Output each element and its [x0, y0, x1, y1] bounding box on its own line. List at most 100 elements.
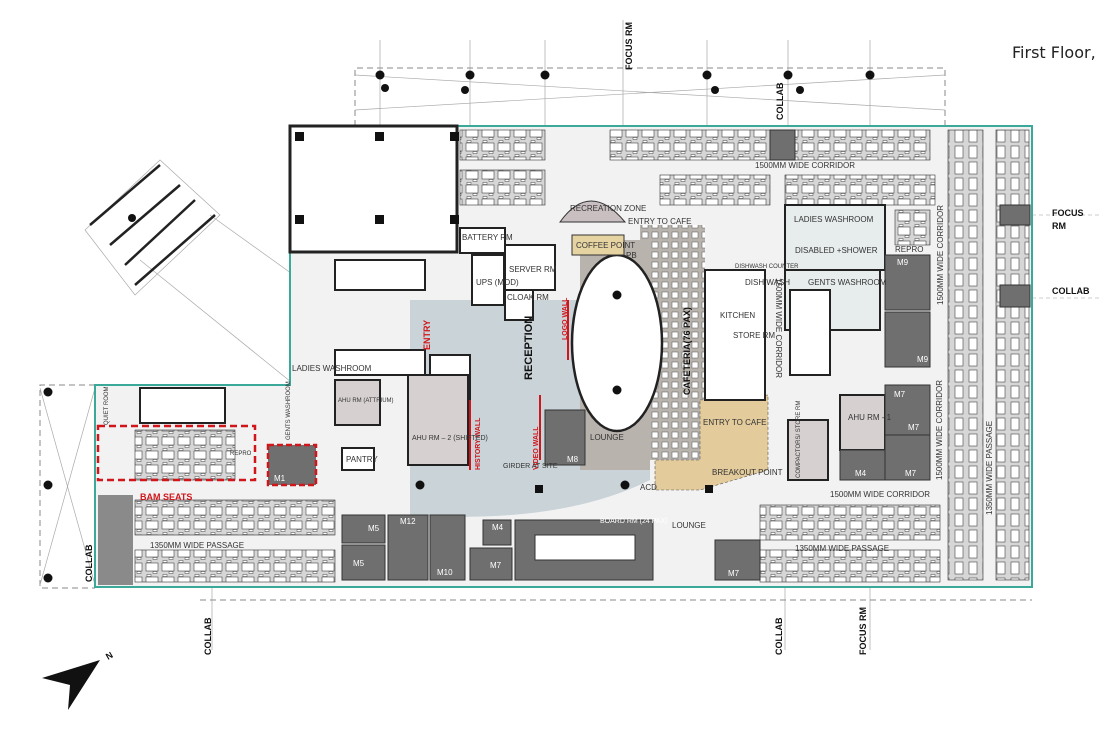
label-passage-right: 1350MM WIDE PASSAGE: [985, 421, 994, 515]
focus-room-right: [999, 204, 1031, 226]
label-entry-to-cafe: ENTRY TO CAFE: [703, 418, 766, 427]
meeting-room-m9-a: [884, 254, 931, 311]
label-gents-washroom-left: GENTS WASHROOM: [286, 381, 292, 440]
meeting-room-m7-c: [884, 434, 931, 481]
collab-zone-left: [98, 495, 133, 585]
coffee-point: [571, 234, 625, 256]
label-pb: PB: [626, 251, 637, 260]
label-focus-rm-right: FOCUS: [1052, 208, 1084, 218]
label-m9-a: M9: [897, 258, 909, 267]
label-ahu-rm-2: AHU RM – 2 (SHIFTED): [412, 435, 488, 442]
label-quiet-room: QUIET ROOM: [104, 386, 110, 425]
label-m5-a: M5: [368, 524, 380, 533]
structural-columns: [43, 70, 875, 583]
drawing-title: First Floor, W: [1012, 43, 1100, 62]
label-m7-b: M7: [894, 390, 906, 399]
label-m7-d: M7: [728, 569, 740, 578]
label-video-wall: VIDEO WALL: [533, 426, 540, 470]
label-collab-right: COLLAB: [1052, 286, 1090, 296]
label-reception: RECEPTION: [523, 316, 535, 380]
feature-walls: [469, 300, 569, 470]
label-ladies-washroom-left: LADIES WASHROOM: [292, 364, 372, 373]
label-corridor-bottom: 1500MM WIDE CORRIDOR: [830, 490, 930, 499]
label-lounge-1: LOUNGE: [590, 433, 624, 442]
meeting-room-m12: [387, 514, 429, 581]
label-breakout-point: BREAKOUT POINT: [712, 468, 783, 477]
meeting-room-m8: [544, 409, 586, 466]
meeting-room-m7-b: [884, 384, 931, 436]
label-bam-seats: BAM SEATS: [140, 492, 192, 502]
north-letter: N: [104, 650, 115, 662]
label-store-rm: STORE RM: [733, 331, 775, 340]
skylight-structure: [89, 164, 216, 286]
label-gents-washroom: GENTS WASHROOM: [808, 278, 887, 287]
board-room-table: [534, 534, 636, 561]
label-m10: M10: [437, 568, 453, 577]
label-passage-left: 1350MM WIDE PASSAGE: [150, 541, 244, 550]
label-corridor-top: 1500MM WIDE CORRIDOR: [755, 161, 855, 170]
label-collab-bottom-2: COLLAB: [774, 617, 784, 655]
label-focus-rm-top: FOCUS RM: [624, 22, 634, 70]
bam-meeting-outline: [266, 443, 318, 487]
north-arrow-icon: N: [42, 650, 115, 710]
label-m7-e: M7: [908, 423, 920, 432]
meeting-room-m4-b: [839, 449, 886, 481]
label-collab-bottom-1: COLLAB: [203, 617, 213, 655]
label-m4: M4: [492, 523, 504, 532]
site-boundary: [39, 67, 1032, 601]
label-focus-rm-right-2: RM: [1052, 221, 1066, 231]
label-focus-rm-bottom: FOCUS RM: [858, 607, 868, 655]
label-pantry: PANTRY: [346, 455, 378, 464]
bam-seats-outline: [96, 424, 257, 482]
label-m9-b: M9: [917, 355, 929, 364]
meeting-room-m4: [482, 519, 512, 546]
label-ahu-atrium: AHU RM (ATTRIUM): [338, 398, 394, 404]
label-dish-wash: DISH WASH: [745, 278, 790, 287]
label-m7: M7: [490, 561, 502, 570]
label-corridor-right: 1500MM WIDE CORRIDOR: [935, 380, 944, 480]
label-repro-right: REPRO: [895, 245, 923, 254]
label-battery-rm: BATTERY RM: [462, 233, 513, 242]
meeting-room-m5-b: [341, 544, 386, 581]
label-logo-wall: LOGO WALL: [562, 297, 569, 340]
label-lounge-2: LOUNGE: [672, 521, 706, 530]
label-m4-b: M4: [855, 469, 867, 478]
label-collab-top: COLLAB: [775, 82, 785, 120]
label-board-rm: BOARD RM (24 PAX): [600, 518, 668, 525]
meeting-room-m10: [429, 514, 466, 581]
meeting-room-m5-a: [341, 514, 386, 544]
label-ups: UPS (MOD): [476, 278, 519, 287]
meeting-room-m7-d: [714, 539, 761, 581]
label-m12: M12: [400, 517, 416, 526]
label-kitchen: KITCHEN: [720, 311, 755, 320]
label-dishwash-counter: DISHWASH COUNTER: [735, 264, 799, 270]
label-dis-shower: DISABLED +SHOWER: [795, 246, 878, 255]
collab-room-top: [769, 129, 796, 161]
label-ladies-washroom: LADIES WASHROOM: [794, 215, 874, 224]
label-coffee-point: COFFEE POINT: [576, 241, 635, 250]
label-repro-left: REPRO: [230, 451, 252, 457]
grid-lines: [211, 20, 1100, 650]
cafeteria-oval: [570, 253, 664, 433]
label-server-rm: SERVER RM: [509, 265, 557, 274]
label-collab-left: COLLAB: [84, 544, 94, 582]
label-acd: ACD: [640, 483, 657, 492]
label-cloak-rm: CLOAK RM: [507, 293, 549, 302]
collab-room-right: [999, 284, 1031, 308]
label-m1: M1: [274, 474, 286, 483]
label-corridor-v2: 1500MM WIDE CORRIDOR: [936, 205, 945, 305]
label-entry: ENTRY: [422, 320, 432, 350]
label-cafeteria: CAFETERIA(76 PAX): [682, 307, 692, 395]
recreation-zone: [559, 200, 627, 223]
label-entry-to-cafe-top: ENTRY TO CAFE: [628, 217, 691, 226]
label-girder: GIRDER AT SITE: [503, 463, 558, 470]
meeting-rooms: [341, 129, 1031, 581]
breakout-point-area: [654, 394, 769, 491]
label-m5-b: M5: [353, 559, 365, 568]
label-corridor-v1: 1500MM WIDE CORRIDOR: [774, 278, 783, 378]
label-history-wall: HISTORY WALL: [475, 417, 482, 470]
label-passage-mid: 1350MM WIDE PASSAGE: [795, 544, 889, 553]
label-ahu-rm-1: AHU RM - 1: [848, 413, 892, 422]
meeting-room-m7-a: [469, 547, 513, 581]
